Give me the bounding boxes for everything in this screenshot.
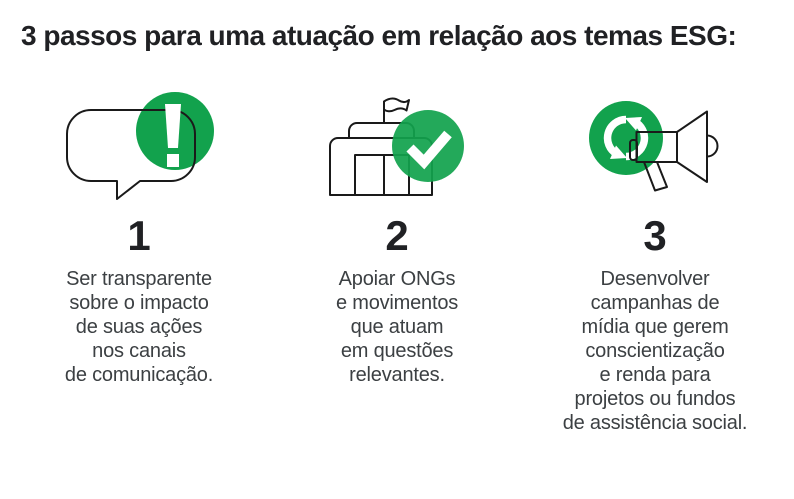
- step-text: Desenvolver campanhas de mídia que gerem…: [562, 268, 748, 434]
- step-number: 1: [127, 212, 151, 259]
- page-title: 3 passos para uma atuação em relação aos…: [21, 20, 737, 51]
- step-text: Ser transparente sobre o impacto de suas…: [64, 268, 214, 386]
- step-number: 3: [643, 212, 667, 259]
- speech-bubble-exclamation-icon: [64, 87, 214, 207]
- steps-row: 1 Ser transparente sobre o impacto de su…: [0, 87, 794, 435]
- step-text: Apoiar ONGs e movimentos que atuam em qu…: [335, 268, 459, 386]
- step-number: 2: [385, 212, 409, 259]
- megaphone-refresh-icon: [588, 87, 723, 207]
- step-2: 2 Apoiar ONGs e movimentos que atuam em …: [268, 87, 526, 435]
- step-1: 1 Ser transparente sobre o impacto de su…: [10, 87, 268, 435]
- building-check-icon: [325, 87, 470, 207]
- step-3: 3 Desenvolver campanhas de mídia que ger…: [526, 87, 784, 435]
- esg-infographic: 3 passos para uma atuação em relação aos…: [0, 19, 794, 435]
